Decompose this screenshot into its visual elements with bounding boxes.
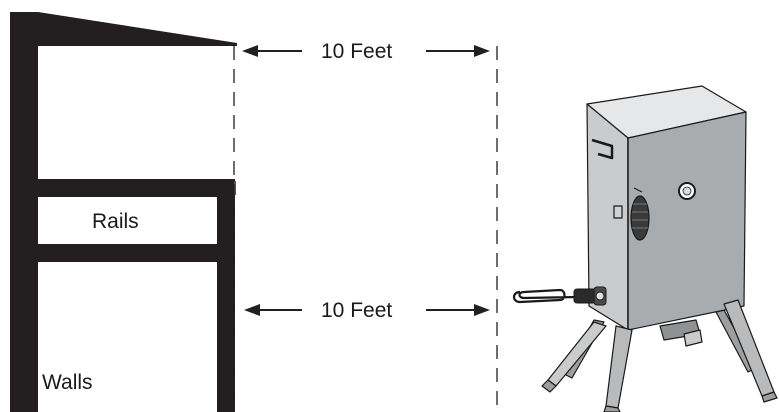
bottom-distance-label: 10 Feet: [321, 299, 392, 322]
rail-corner-tick: [234, 181, 236, 195]
rails-label: Rails: [92, 210, 139, 233]
power-plug-body: [573, 288, 597, 304]
arrow-right-icon: [474, 45, 490, 57]
electric-smoker-icon: [541, 85, 778, 412]
smoker-side-vent: [630, 195, 650, 241]
smoker-front-leg-left: [605, 325, 633, 409]
arrow-left-icon: [244, 304, 260, 316]
smoker-side-handle: [591, 138, 614, 160]
power-cord-icon: [512, 286, 607, 306]
power-cord-coil: [512, 288, 579, 304]
top-distance-arrow: [242, 45, 490, 57]
building-structure: [10, 12, 237, 412]
top-distance-label: 10 Feet: [321, 40, 392, 63]
smoker-front-leg-right: [723, 299, 775, 397]
arrow-left-icon: [242, 45, 258, 57]
roof-overhang: [10, 12, 237, 58]
smoker-latch-left: [613, 205, 623, 219]
wall-post: [10, 12, 38, 412]
upper-rail: [10, 179, 235, 197]
arrow-right-icon: [474, 304, 490, 316]
bottom-distance-arrow: [244, 304, 490, 316]
rail-end-post: [217, 179, 235, 412]
lower-rail: [10, 244, 235, 262]
walls-label: Walls: [42, 371, 93, 394]
